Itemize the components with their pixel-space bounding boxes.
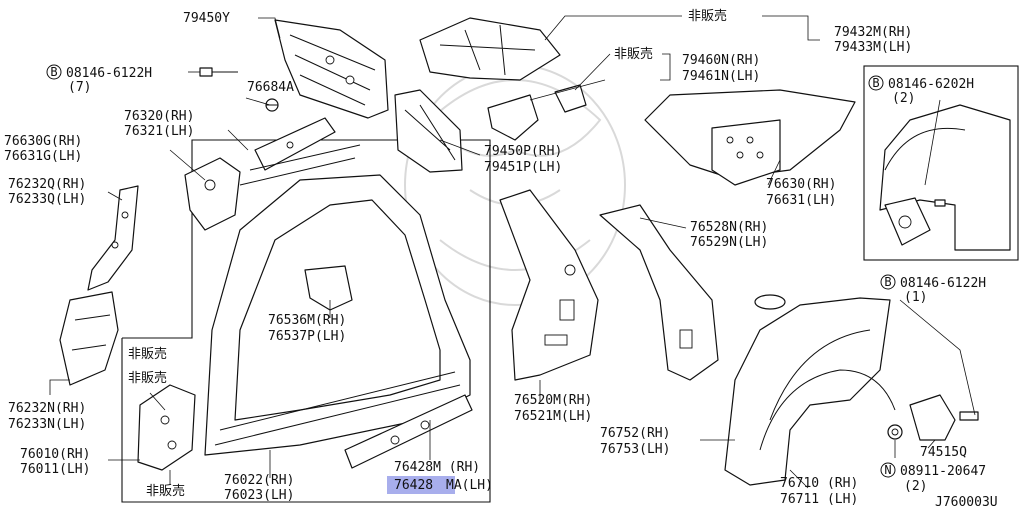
label-08146-6202h: 08146-6202H [888,77,974,92]
svg-text:N: N [884,463,891,477]
part-79450p [394,89,463,173]
label-hiban-box1: 非販売 [128,346,167,362]
part-bolt-top [199,67,238,77]
label-76536m: 76536M(RH) [268,313,346,328]
label-76428m: 76428M (RH) [394,460,480,475]
label-76023: 76023(LH) [224,488,294,503]
label-76753: 76753(LH) [600,442,670,457]
label-76232n: 76232N(RH) [8,401,86,416]
label-76321: 76321(LH) [124,124,194,139]
label-79450p: 79450P(RH) [484,144,562,159]
label-76684a: 76684A [247,80,294,95]
highlight-76428ma [387,476,455,494]
part-79460n [487,84,587,141]
label-76428ma-part: 76428 [394,478,433,493]
label-79461n: 79461N(LH) [682,69,760,84]
bolt-badge-top: B [46,64,62,80]
label-76022: 76022(RH) [224,473,294,488]
label-76529n: 76529N(LH) [690,235,768,250]
part-76232n [59,291,119,386]
bolt-badge-right: B [880,274,896,290]
label-76752: 76752(RH) [600,426,670,441]
label-76010: 76010(RH) [20,447,90,462]
inset-frame-wheel-arch [863,65,1019,261]
diagram-code: J760003U [935,495,998,510]
part-76528n [599,204,719,381]
label-hiban-box3: 非販売 [146,483,185,499]
label-76528n: 76528N(RH) [690,220,768,235]
label-76428ma-suffix: MA(LH) [446,478,493,493]
label-08146-6122h-right: 08146-6122H [900,276,986,291]
label-76631g: 76631G(LH) [4,149,82,164]
group-frame-body-side [121,139,491,503]
label-76630: 76630(RH) [766,177,836,192]
part-76232q [87,185,139,291]
svg-text:B: B [50,65,57,79]
label-76710: 76710 (RH) [780,476,858,491]
part-76630 [644,89,856,186]
label-79460n: 79460N(RH) [682,53,760,68]
label-08146-6122h-top-qty: (7) [68,80,91,95]
part-body-side-outer [204,144,471,456]
leader-lines [49,15,976,489]
label-hiban-box2: 非販売 [128,370,167,386]
part-inset-wheel-arch [879,104,1011,251]
label-76233n: 76233N(LH) [8,417,86,432]
label-79451p: 79451P(LH) [484,160,562,175]
part-79432m [419,17,561,81]
part-76536m [304,265,353,311]
label-76711: 76711 (LH) [780,492,858,507]
svg-text:B: B [884,275,891,289]
part-76320 [254,117,336,171]
label-79450y: 79450Y [183,11,230,26]
part-74515q [909,394,979,441]
part-76630g [184,157,241,231]
part-76428m-sill [344,394,473,469]
label-08911-20647-qty: (2) [904,479,927,494]
label-08146-6202h-qty: (2) [892,91,915,106]
label-79432m: 79432M(RH) [834,25,912,40]
label-08146-6122h-right-qty: (1) [904,290,927,305]
part-nut-08911 [887,424,903,440]
label-76630g: 76630G(RH) [4,134,82,149]
label-76011: 76011(LH) [20,462,90,477]
nut-badge: N [880,462,896,478]
label-76233q: 76233Q(LH) [8,192,86,207]
label-hiban-mid: 非販売 [614,46,653,62]
part-76010 [137,384,196,471]
svg-text:B: B [872,76,879,90]
label-76521m: 76521M(LH) [514,409,592,424]
label-76537p: 76537P(LH) [268,329,346,344]
label-hiban-top: 非販売 [688,8,727,24]
part-76520m [499,189,599,381]
label-76320: 76320(RH) [124,109,194,124]
part-79450y [274,19,389,119]
label-76520m: 76520M(RH) [514,393,592,408]
bolt-badge-inset: B [868,75,884,91]
label-76631: 76631(LH) [766,193,836,208]
label-08146-6122h-top: 08146-6122H [66,66,152,81]
part-76710-wheelhouse [724,294,896,486]
label-79433m: 79433M(LH) [834,40,912,55]
label-08911-20647: 08911-20647 [900,464,986,479]
part-76684a-screw [265,98,279,112]
label-76232q: 76232Q(RH) [8,177,86,192]
label-74515q: 74515Q [920,445,967,460]
